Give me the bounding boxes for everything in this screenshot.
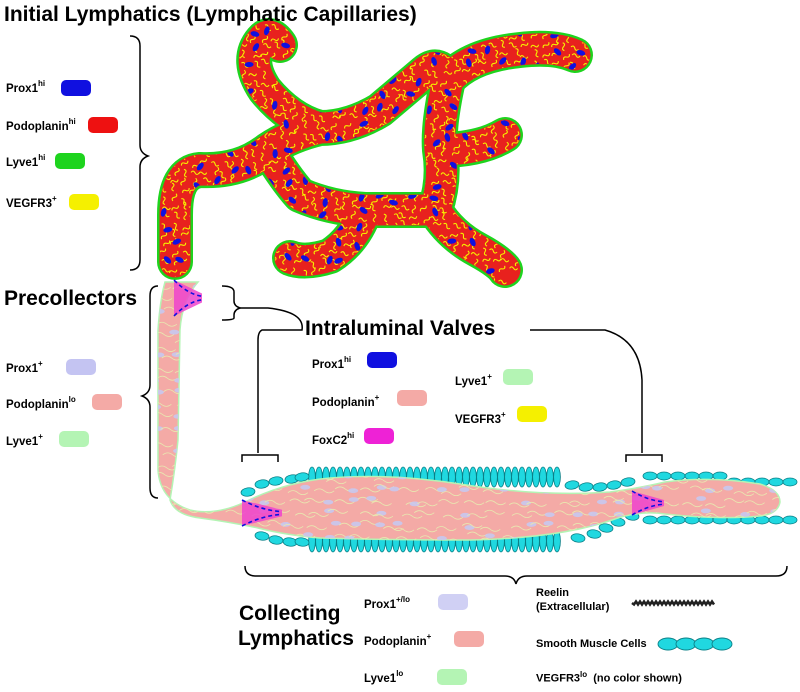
marker-swatch-podoplanin <box>92 394 122 410</box>
valve-connector-left <box>240 307 303 453</box>
collecting-lymphatics-title-1: Collecting <box>239 602 341 625</box>
capillary-network <box>148 18 604 288</box>
marker-label: Lyve1hi <box>6 153 46 169</box>
marker-label: Lyve1+ <box>6 432 43 448</box>
marker-label: Prox1hi <box>312 355 352 371</box>
marker-label: VEGFR3+ <box>455 410 506 426</box>
marker-swatch-prox1 <box>367 352 397 368</box>
brace-initial <box>129 35 151 271</box>
marker-swatch-podoplanin <box>454 631 484 647</box>
collecting-lymphatics-title-2: Lymphatics <box>238 627 354 650</box>
marker-label: Podoplaninhi <box>6 117 76 133</box>
marker-swatch-lyve1 <box>503 369 533 385</box>
bracket-right-valve <box>625 454 663 462</box>
brace-valve-top <box>221 285 243 321</box>
marker-label: Lyve1+ <box>455 372 492 388</box>
brace-precollectors <box>139 285 159 499</box>
marker-swatch-vegfr3 <box>517 406 547 422</box>
legend-glyphs <box>631 599 733 651</box>
marker-swatch-vegfr3 <box>69 194 99 210</box>
vegfr3-legend-label: VEGFR3lo (no color shown) <box>536 670 682 685</box>
marker-swatch-prox1 <box>61 80 91 96</box>
marker-label: Prox1+ <box>6 359 43 375</box>
valve-connector-right <box>530 329 643 453</box>
intraluminal-valves-title: Intraluminal Valves <box>305 317 496 340</box>
marker-swatch-foxc2 <box>364 428 394 444</box>
marker-label: Prox1+/lo <box>364 595 410 611</box>
marker-swatch-lyve1 <box>55 153 85 169</box>
smooth-muscle-legend-label: Smooth Muscle Cells <box>536 638 647 650</box>
marker-label: VEGFR3+ <box>6 194 57 210</box>
marker-swatch-lyve1 <box>437 669 467 685</box>
marker-label: Lyve1lo <box>364 669 404 685</box>
marker-swatch-podoplanin <box>397 390 427 406</box>
marker-swatch-podoplanin <box>88 117 118 133</box>
reelin-legend-label: Reelin(Extracellular) <box>536 587 610 613</box>
brace-collecting <box>244 565 788 585</box>
marker-swatch-lyve1 <box>59 431 89 447</box>
initial-lymphatics-title: Initial Lymphatics (Lymphatic Capillarie… <box>4 3 417 26</box>
smooth-muscle-legend-chain <box>657 637 733 651</box>
braces <box>129 35 788 585</box>
marker-swatch-prox1 <box>66 359 96 375</box>
bracket-left-valve <box>241 454 279 462</box>
marker-label: Podoplanin+ <box>312 393 380 409</box>
marker-swatch-prox1 <box>438 594 468 610</box>
marker-label: Podoplaninlo <box>6 395 76 411</box>
marker-label: FoxC2hi <box>312 431 355 447</box>
precollectors-title: Precollectors <box>4 287 138 310</box>
intraluminal-valves <box>173 279 665 527</box>
reelin-legend-line <box>631 599 716 607</box>
marker-label: Podoplanin+ <box>364 632 432 648</box>
marker-label: Prox1hi <box>6 79 46 95</box>
